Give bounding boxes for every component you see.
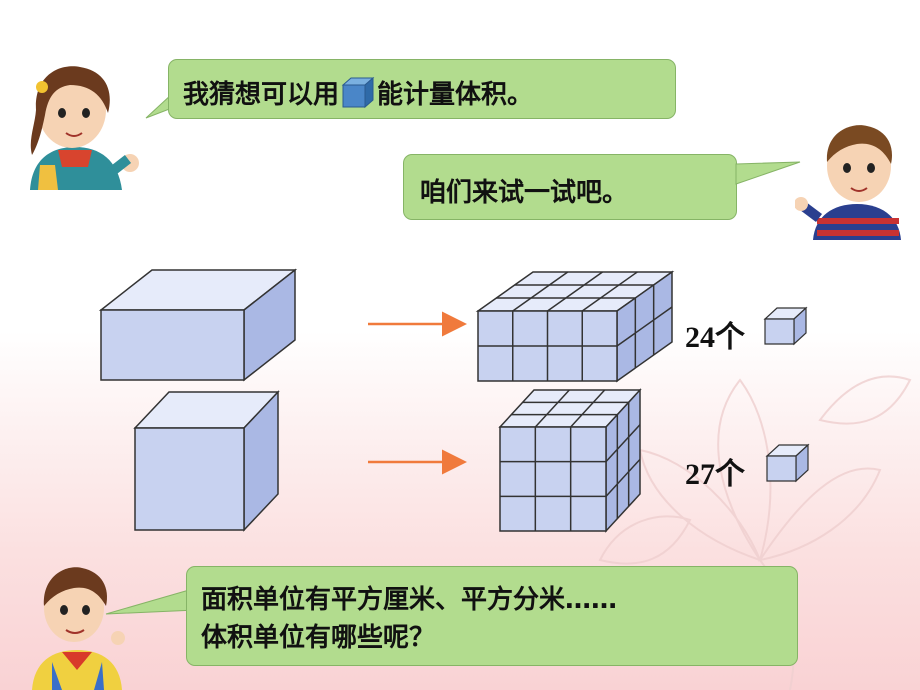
question-line-2: 体积单位有哪些呢？	[201, 623, 436, 653]
guess-text-after: 能计量体积。	[377, 80, 534, 110]
guess-text-before: 我猜想可以用	[183, 80, 340, 110]
boy-illustration-top	[795, 125, 901, 240]
bubble-question: 面积单位有平方厘米、平方分米…… 体积单位有哪些呢？	[186, 566, 798, 666]
question-line-1: 面积单位有平方厘米、平方分米……	[201, 585, 618, 615]
bubble-try-it: 咱们来试一试吧。	[403, 154, 737, 220]
bubble-guess: 我猜想可以用 能计量体积。	[168, 59, 676, 119]
cube-unit-count: 27个	[685, 458, 745, 491]
boy-illustration-bottom	[32, 567, 125, 690]
bubble-tail-question	[105, 587, 197, 615]
bubble-tail-try-it	[735, 161, 801, 185]
unit-cube-icon	[341, 76, 375, 109]
cuboid-unit-count: 24个	[685, 321, 745, 354]
girl-illustration	[30, 66, 139, 190]
try-it-text: 咱们来试一试吧。	[420, 178, 629, 208]
